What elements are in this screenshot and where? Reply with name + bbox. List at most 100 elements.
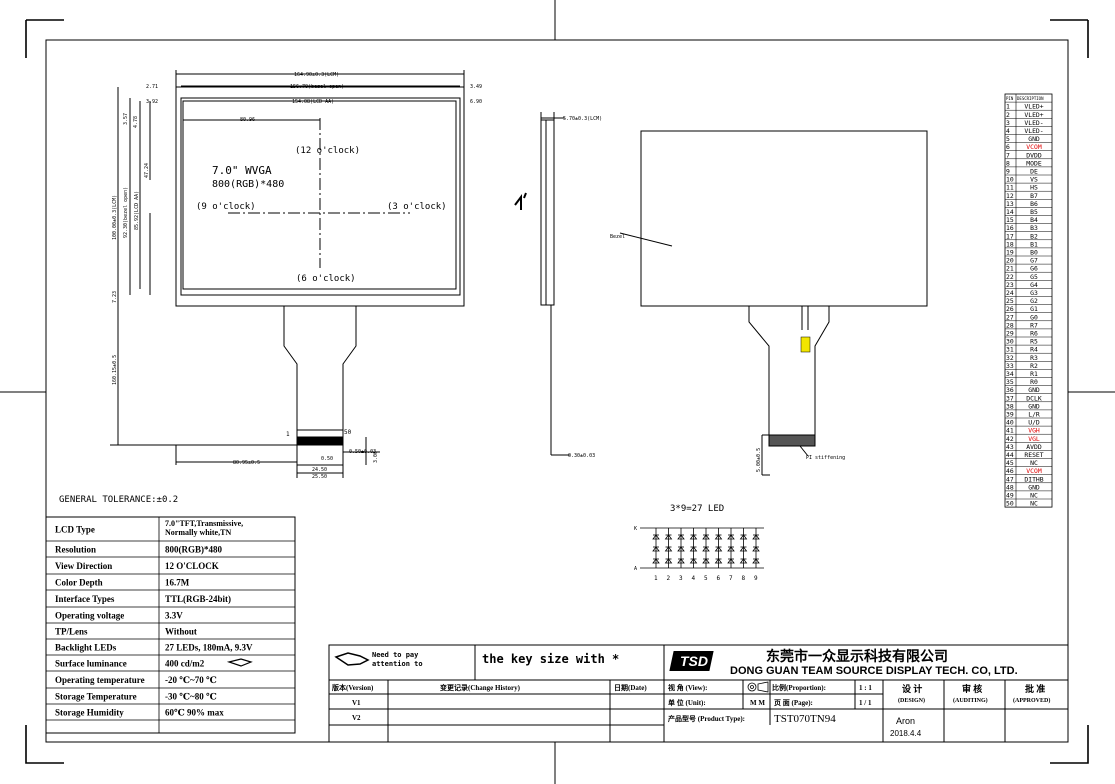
- pin-description: L/R: [1028, 411, 1040, 419]
- led-string: [677, 528, 685, 568]
- pin-description: DITHB: [1024, 475, 1043, 483]
- led-diode: [702, 534, 710, 540]
- pin-number: 16: [1006, 224, 1014, 232]
- pin-description: R2: [1030, 362, 1038, 370]
- pin-description: B1: [1030, 240, 1038, 248]
- version-v2: V2: [352, 714, 361, 722]
- pin-number: 50: [1006, 500, 1014, 508]
- spec-label: Color Depth: [55, 578, 103, 588]
- spec-value: Without: [165, 627, 197, 637]
- led-diode: [739, 546, 748, 552]
- pin-number: 30: [1006, 338, 1014, 346]
- proportion-label: 比例(Proportion):: [772, 683, 826, 692]
- pin-number: 44: [1006, 451, 1014, 459]
- pin-description: GND: [1028, 483, 1040, 491]
- version-v1: V1: [352, 699, 361, 707]
- label-6-oclock: (6 o'clock): [296, 274, 356, 284]
- pin-number: 38: [1006, 402, 1014, 410]
- col-history: 变更记录(Change History): [440, 683, 521, 692]
- description-header: DESCRIPTION: [1017, 96, 1044, 101]
- unit-value: M M: [750, 699, 765, 707]
- spec-value: 60℃ 90% max: [165, 708, 224, 718]
- pin-number: 13: [1006, 200, 1014, 208]
- pin-number: 27: [1006, 313, 1014, 321]
- pin-number: 4: [1006, 127, 1010, 135]
- pin-description: NC: [1030, 500, 1038, 508]
- led-a-label: A: [634, 566, 637, 572]
- pin-description: G4: [1030, 281, 1038, 289]
- sheet-frame: [25, 19, 1089, 764]
- approve-cn: 批 准: [1025, 683, 1045, 694]
- led-diode: [689, 534, 698, 540]
- label-3-oclock: (3 o'clock): [387, 202, 447, 212]
- dim-lcm-height: 100.00±0.3(LCM): [112, 195, 118, 240]
- dim-4724: 47.24: [144, 163, 150, 178]
- pin-number: 25: [1006, 297, 1014, 305]
- pin-description: G6: [1030, 265, 1038, 273]
- spec-label: Storage Temperature: [55, 692, 137, 702]
- spec-value: 3.3V: [165, 611, 183, 621]
- pin-description: RESET: [1024, 451, 1043, 459]
- led-string: [752, 528, 760, 568]
- led-diode: [727, 534, 735, 540]
- back-view: [619, 130, 928, 476]
- pin-number: 24: [1006, 289, 1014, 297]
- led-number: 5: [704, 575, 708, 582]
- pin-number: 12: [1006, 192, 1014, 200]
- general-tolerance: GENERAL TOLERANCE:±0.2: [59, 495, 178, 505]
- dim-300: 3.00: [373, 451, 379, 463]
- audit-en: (AUDITING): [953, 697, 988, 704]
- pin-description: B4: [1030, 216, 1038, 224]
- company-name-en: DONG GUAN TEAM SOURCE DISPLAY TECH. CO, …: [730, 665, 1018, 677]
- pin-number: 21: [1006, 265, 1014, 273]
- led-diode: [739, 558, 748, 564]
- led-diode: [752, 546, 760, 552]
- title-block: [328, 644, 1069, 743]
- led-diode: [714, 558, 723, 564]
- led-diode: [664, 534, 673, 540]
- left-dimensions: 3.57 4.78 47.24 100.00±0.3(LCM) 92.30(be…: [112, 113, 150, 385]
- pin-description: R4: [1030, 346, 1038, 354]
- pin-number: 42: [1006, 435, 1014, 443]
- led-number: 2: [667, 575, 671, 582]
- inner-border: [45, 39, 1069, 743]
- pin-number: 49: [1006, 492, 1014, 500]
- dim-stiffener: 5.00±0.5: [756, 448, 762, 472]
- pin-number: 9: [1006, 168, 1010, 176]
- col-date: 日期(Date): [614, 683, 647, 692]
- panel-labels: 7.0" WVGA 800(RGB)*480 (12 o'clock) (9 o…: [196, 146, 447, 284]
- led-number: 1: [654, 575, 658, 582]
- led-diode: [689, 546, 698, 552]
- tsd-logo-text: TSD: [680, 653, 708, 669]
- pin-description: VS: [1030, 176, 1038, 184]
- spec-value: 7.0"TFT,Transmissive,: [165, 519, 243, 528]
- pin-number: 22: [1006, 273, 1014, 281]
- dim-aa-height: 85.92(LCD AA): [134, 191, 140, 230]
- pin-description: B2: [1030, 232, 1038, 240]
- pin-number: 46: [1006, 467, 1014, 475]
- back-outline: [640, 130, 928, 307]
- led-number: 7: [729, 575, 733, 582]
- dim-2450: 24.50: [312, 467, 327, 473]
- pi-stiffening-label: PI stiffening: [806, 455, 845, 461]
- led-diode: [714, 534, 723, 540]
- pin-number: 33: [1006, 362, 1014, 370]
- dim-357: 3.57: [123, 113, 129, 125]
- pin-description: HS: [1030, 184, 1038, 192]
- pin-description: G2: [1030, 297, 1038, 305]
- front-dimensions: 164.90±0.3(LCM) 156.70(bezel open) 154.0…: [146, 72, 482, 123]
- pin-number: 29: [1006, 330, 1014, 338]
- pin-first: 1: [286, 431, 290, 438]
- led-diode: [677, 546, 685, 552]
- pin-description: G3: [1030, 289, 1038, 297]
- panel-title: 7.0" WVGA: [212, 164, 272, 177]
- pin-number: 37: [1006, 394, 1014, 402]
- pin-number: 18: [1006, 240, 1014, 248]
- pin-description: B6: [1030, 200, 1038, 208]
- hand-pointer-icon: [226, 658, 253, 667]
- pin-description: R6: [1030, 330, 1038, 338]
- pin-last: 50: [344, 429, 352, 436]
- dim-690: 6.90: [470, 99, 482, 105]
- pin-number: 11: [1006, 184, 1014, 192]
